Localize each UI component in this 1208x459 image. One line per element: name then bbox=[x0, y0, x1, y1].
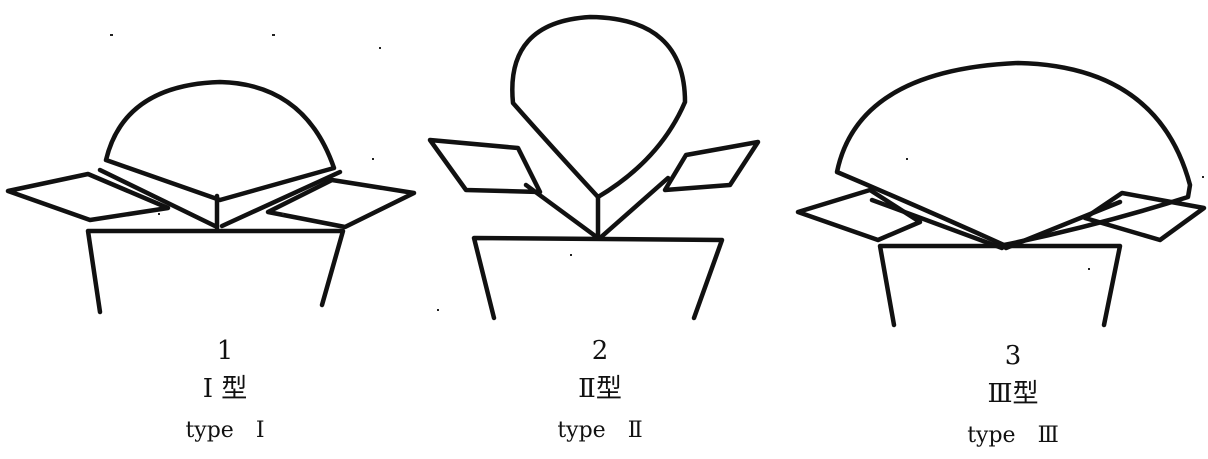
speck bbox=[437, 309, 439, 311]
type-3-right-petal bbox=[1082, 190, 1207, 243]
flower-type-3-drawing bbox=[795, 60, 1207, 328]
figure-1-caption: 1 I 型 type I bbox=[125, 338, 325, 442]
type-3-pot bbox=[877, 243, 1123, 328]
type-2-left-petal bbox=[427, 137, 543, 195]
type-1-dome bbox=[103, 79, 337, 203]
type-3-right-stem bbox=[1003, 199, 1123, 251]
type-1-pot bbox=[85, 228, 346, 315]
figure-2-label-en: type Ⅱ bbox=[557, 418, 643, 443]
type-3-left-petal bbox=[795, 187, 923, 243]
type-3-fan-dome bbox=[834, 60, 1193, 248]
speck bbox=[158, 213, 160, 215]
figure-1-label-cn: I 型 bbox=[202, 374, 248, 404]
speck bbox=[110, 34, 113, 36]
type-1-right-stem bbox=[219, 169, 343, 229]
type-2-bloom bbox=[510, 14, 688, 200]
speck bbox=[379, 47, 381, 49]
figure-1-label-en: type I bbox=[185, 418, 265, 443]
type-2-left-stem bbox=[523, 182, 601, 241]
type-2-pot bbox=[471, 235, 725, 321]
type-2-right-stem bbox=[597, 175, 671, 241]
figure-3-number: 3 bbox=[1004, 341, 1022, 371]
speck bbox=[1202, 176, 1204, 178]
speck bbox=[372, 158, 374, 160]
speck bbox=[570, 254, 572, 256]
figure-2-number: 2 bbox=[591, 336, 609, 366]
figure-3-label-en: type Ⅲ bbox=[967, 423, 1059, 448]
speck bbox=[272, 34, 275, 36]
type-1-right-petal bbox=[265, 177, 417, 230]
speck bbox=[1088, 268, 1090, 270]
figure-2-label-cn: Ⅱ型 bbox=[578, 374, 622, 404]
flower-type-2-drawing bbox=[427, 14, 761, 321]
type-1-left-petal bbox=[5, 171, 171, 223]
flower-type-1-drawing bbox=[5, 79, 417, 315]
type-1-left-stem bbox=[97, 167, 218, 229]
speck bbox=[906, 158, 908, 160]
type-3-left-stem bbox=[869, 197, 1005, 251]
figure-2-caption: 2 Ⅱ型 type Ⅱ bbox=[500, 338, 700, 442]
scan-specks bbox=[110, 34, 1204, 311]
type-2-right-petal bbox=[662, 139, 761, 193]
figure-3-label-cn: Ⅲ型 bbox=[987, 379, 1039, 409]
figure-3-caption: 3 Ⅲ型 type Ⅲ bbox=[913, 343, 1113, 447]
speck bbox=[282, 213, 284, 215]
figure-1-number: 1 bbox=[216, 336, 234, 366]
